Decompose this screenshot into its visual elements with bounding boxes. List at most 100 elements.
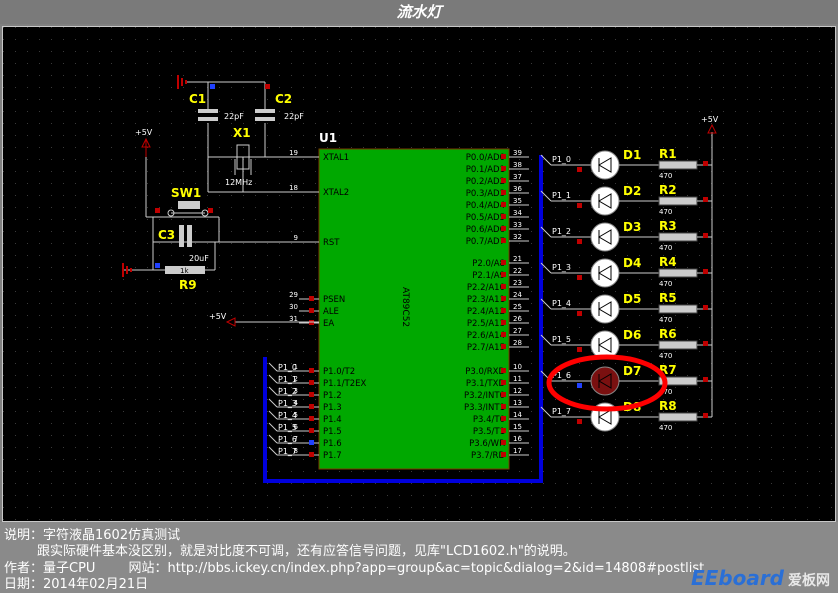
pin-state-marker [577,275,582,280]
mcu-right-pin-num: 27 [513,327,522,335]
mcu-left-pin-name: P1.1/T2EX [323,379,366,389]
bus-net-label: P1_7 [552,407,571,416]
pin-state-marker [501,202,506,207]
mcu-right-pin-num: 22 [513,267,522,275]
bus-net-label: P1_2 [552,227,571,236]
mcu-right-pin-num: 34 [513,209,522,217]
schematic-svg: U1 AT89C52 XTAL119XTAL218RST9PSEN29ALE30… [3,27,835,521]
led-diode-symbol [598,157,612,173]
bus-net-label: P1_0 [552,155,571,164]
mcu-left-pin-name: PSEN [323,295,345,305]
led-body [590,222,620,252]
mcu-right-pin-name: P2.2/A10 [467,283,505,293]
bus-entry [540,190,552,202]
pin-state-marker [501,166,506,171]
pin-state-marker [501,452,506,457]
pin-state-marker [577,311,582,316]
pin-state-marker [309,380,314,385]
bus-entry [268,422,278,432]
mcu-left-pin-name: P1.2 [323,391,342,401]
mcu-right-pin-num: 17 [513,447,522,455]
led-ref: D1 [623,148,641,162]
p1-bus-left: P1_0P1_1P1_2P1_3P1_4P1_5P1_6P1_7 [268,362,299,456]
mcu-right-pin-name: P0.7/AD7 [466,237,505,247]
mcu-left-pin-num: 8 [294,447,298,455]
mcu-right-pin-name: P2.6/A14 [467,331,505,341]
mcu-right-pin-num: 28 [513,339,522,347]
resistor-ref: R2 [659,183,677,197]
mcu-right-pin-num: 24 [513,291,522,299]
resistor-value: 470 [659,172,672,180]
svg-text:C3: C3 [158,228,175,242]
pin-state-marker [501,154,506,159]
mcu-right-pin-num: 32 [513,233,522,241]
mcu-right-pin-name: P3.4/T0 [473,415,505,425]
bus-entry [268,398,278,408]
resistor-value: 470 [659,280,672,288]
mcu-right-pin-num: 37 [513,173,522,181]
pin-state-marker [703,413,708,418]
bus-entry [268,386,278,396]
footer-line-2: 跟实际硬件基本没区别，就是对比度不可调，还有应答信号问题，见库"LCD1602.… [4,544,576,559]
resistor-ref: R8 [659,399,677,413]
led-ref: D4 [623,256,641,270]
pin-state-marker [309,392,314,397]
bus-entry [268,446,278,456]
mcu-right-pin-num: 39 [513,149,522,157]
led-body [590,150,620,180]
mcu-left-pin-num: 4 [294,399,299,407]
pin-state-marker [501,404,506,409]
pin-state-marker [501,190,506,195]
resistor-ref: R4 [659,255,677,269]
mcu-right-pin-num: 12 [513,387,522,395]
resistor-ref: R5 [659,291,677,305]
led-diode-symbol [598,193,612,209]
resistor-body [658,196,698,206]
pin-state-marker [501,344,506,349]
pin-state-marker [309,296,314,301]
bus-net-label: P1_1 [278,375,297,384]
bus-entry [540,406,552,418]
mcu-right-pin-num: 15 [513,423,522,431]
mcu-right-pin-num: 33 [513,221,522,229]
led-ref: D3 [623,220,641,234]
svg-text:+5V: +5V [701,115,719,124]
pin-state-marker [703,197,708,202]
mcu-right-pin-num: 35 [513,197,522,205]
pin-state-marker [501,428,506,433]
pin-state-marker [703,233,708,238]
mcu-left-pin-num: 31 [289,315,298,323]
mcu-left-pin-num: 6 [294,423,299,431]
footer-line-3: 作者：量子CPU 网站：http://bbs.ickey.cn/index.ph… [4,561,705,576]
mcu-right-pin-num: 16 [513,435,522,443]
bus-net-label: P1_5 [552,335,571,344]
led-diode-symbol [598,301,612,317]
led-body [590,366,620,396]
led-body [590,186,620,216]
pin-state-marker [577,347,582,352]
pin-state-marker [577,419,582,424]
footer-line-4: 日期：2014年02月21日 [4,577,149,592]
page-title: 流水灯 [0,0,838,24]
led-diode-symbol [598,229,612,245]
pin-state-marker [309,428,314,433]
resistor-ref: R1 [659,147,677,161]
bus-entry [268,374,278,384]
bus-net-label: P1_3 [278,399,297,408]
mcu-right-pin-name: P2.5/A13 [467,319,505,329]
resistor-value: 470 [659,208,672,216]
pin-state-marker [501,368,506,373]
mcu-right-pin-num: 11 [513,375,522,383]
resistor-ref: R6 [659,327,677,341]
pin-state-marker [309,416,314,421]
mcu-left-pin-name: XTAL1 [323,153,349,163]
footer-notes: 说明：字符液晶1602仿真测试 跟实际硬件基本没区别，就是对比度不可调，还有应答… [0,522,838,593]
mcu-left-pin-name: P1.5 [323,427,342,437]
pin-state-marker [501,238,506,243]
